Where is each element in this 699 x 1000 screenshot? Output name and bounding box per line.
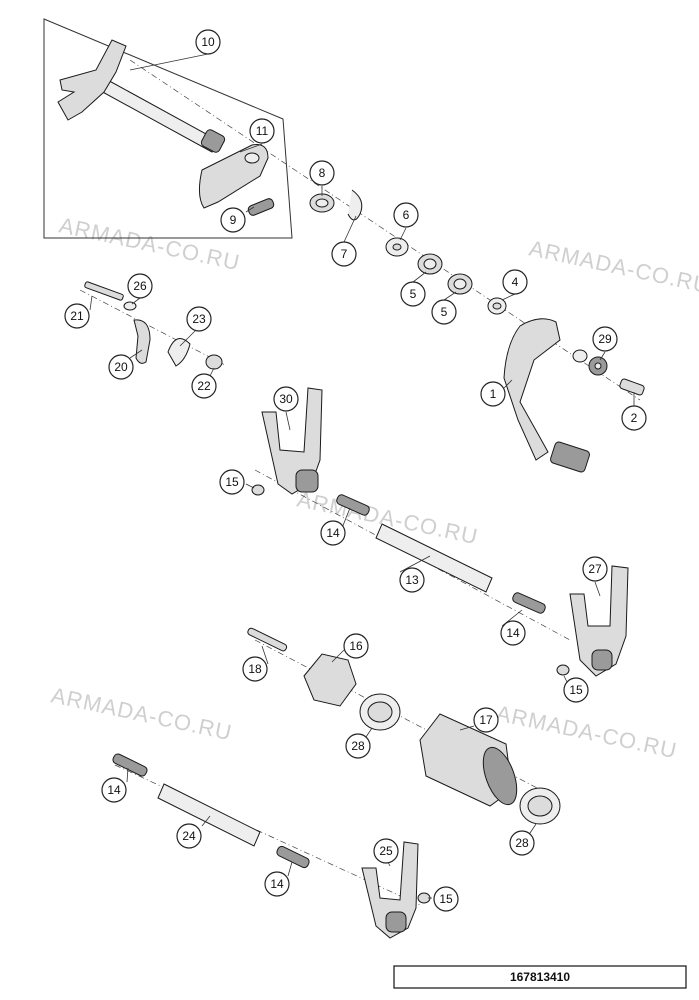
callout-30: 30 — [273, 386, 299, 412]
svg-text:28: 28 — [515, 836, 529, 850]
callout-5a: 5 — [400, 281, 426, 307]
callout-9: 9 — [220, 207, 246, 233]
callout-15a: 15 — [219, 469, 245, 495]
shift-fork-25 — [361, 841, 431, 939]
callout-4: 4 — [502, 269, 528, 295]
svg-text:4: 4 — [512, 275, 519, 289]
svg-text:11: 11 — [256, 124, 269, 138]
callout-15c: 15 — [433, 886, 459, 912]
callout-16: 16 — [343, 633, 369, 659]
callout-14d: 14 — [264, 871, 290, 897]
shaft-seal-parts — [309, 189, 409, 257]
watermark: ARMADA-CO.RU — [49, 682, 235, 745]
callout-13: 13 — [399, 567, 425, 593]
callout-21: 21 — [64, 303, 90, 329]
svg-text:17: 17 — [479, 713, 493, 727]
callout-1: 1 — [480, 381, 506, 407]
svg-text:25: 25 — [379, 844, 393, 858]
svg-text:15: 15 — [569, 683, 583, 697]
svg-text:6: 6 — [403, 208, 410, 222]
callout-27: 27 — [582, 556, 608, 582]
shift-lever-plate — [198, 144, 269, 209]
detent-lever-parts — [84, 281, 223, 370]
diagram-code-box: 167813410 — [393, 965, 687, 989]
callout-14a: 14 — [320, 520, 346, 546]
svg-text:7: 7 — [341, 247, 348, 261]
callout-28a: 28 — [345, 733, 371, 759]
callout-24: 24 — [176, 823, 202, 849]
svg-text:14: 14 — [107, 783, 121, 797]
svg-text:9: 9 — [230, 213, 237, 227]
shift-rod-upper — [336, 494, 546, 614]
spring-9 — [247, 198, 275, 216]
callouts: 10 11 9 8 7 6 5 5 4 29 1 2 26 21 23 20 2… — [64, 29, 647, 912]
svg-text:14: 14 — [506, 626, 520, 640]
watermark: ARMADA-CO.RU — [527, 235, 699, 298]
svg-text:29: 29 — [598, 332, 612, 346]
shift-shaft — [57, 39, 226, 153]
svg-text:24: 24 — [182, 829, 196, 843]
svg-text:8: 8 — [319, 166, 326, 180]
callout-25: 25 — [373, 838, 399, 864]
svg-text:30: 30 — [279, 392, 293, 406]
callout-14b: 14 — [500, 620, 526, 646]
leader-lines — [89, 53, 635, 899]
callout-2: 2 — [621, 405, 647, 431]
svg-text:23: 23 — [192, 312, 206, 326]
subassembly-frame — [43, 18, 293, 239]
svg-text:5: 5 — [410, 287, 417, 301]
callout-7: 7 — [331, 241, 357, 267]
callout-6: 6 — [393, 202, 419, 228]
callout-14c: 14 — [101, 777, 127, 803]
svg-text:14: 14 — [270, 877, 284, 891]
shift-fork-27 — [556, 565, 629, 677]
svg-text:28: 28 — [351, 739, 365, 753]
svg-text:2: 2 — [631, 411, 638, 425]
callout-20: 20 — [108, 354, 134, 380]
callout-22: 22 — [191, 373, 217, 399]
callout-5b: 5 — [431, 299, 457, 325]
shift-fork-30 — [251, 387, 323, 496]
svg-text:10: 10 — [201, 35, 215, 49]
svg-text:15: 15 — [225, 475, 239, 489]
watermark: ARMADA-CO.RU — [57, 212, 243, 275]
svg-text:26: 26 — [133, 279, 147, 293]
svg-text:18: 18 — [248, 662, 262, 676]
svg-text:27: 27 — [588, 562, 602, 576]
callout-26: 26 — [127, 273, 153, 299]
callout-11: 11 — [249, 118, 275, 144]
svg-text:14: 14 — [326, 526, 340, 540]
callout-18: 18 — [242, 656, 268, 682]
diagram-code: 167813410 — [510, 970, 570, 984]
callout-29: 29 — [592, 326, 618, 352]
svg-text:1: 1 — [490, 387, 497, 401]
callout-10: 10 — [195, 29, 221, 55]
svg-text:5: 5 — [441, 305, 448, 319]
watermark: ARMADA-CO.RU — [494, 700, 680, 763]
bearings — [417, 253, 507, 315]
centerlines — [79, 59, 641, 906]
svg-text:20: 20 — [114, 360, 128, 374]
svg-text:15: 15 — [439, 892, 453, 906]
shift-pedal — [503, 318, 645, 473]
svg-text:21: 21 — [70, 309, 84, 323]
callout-17: 17 — [473, 707, 499, 733]
shift-rod-lower — [112, 753, 310, 869]
callout-15b: 15 — [563, 677, 589, 703]
callout-23: 23 — [186, 306, 212, 332]
shift-drum-assembly — [247, 627, 561, 825]
callout-8: 8 — [309, 160, 335, 186]
svg-text:16: 16 — [349, 639, 363, 653]
svg-text:13: 13 — [405, 573, 419, 587]
svg-text:22: 22 — [197, 379, 211, 393]
callout-28b: 28 — [509, 830, 535, 856]
